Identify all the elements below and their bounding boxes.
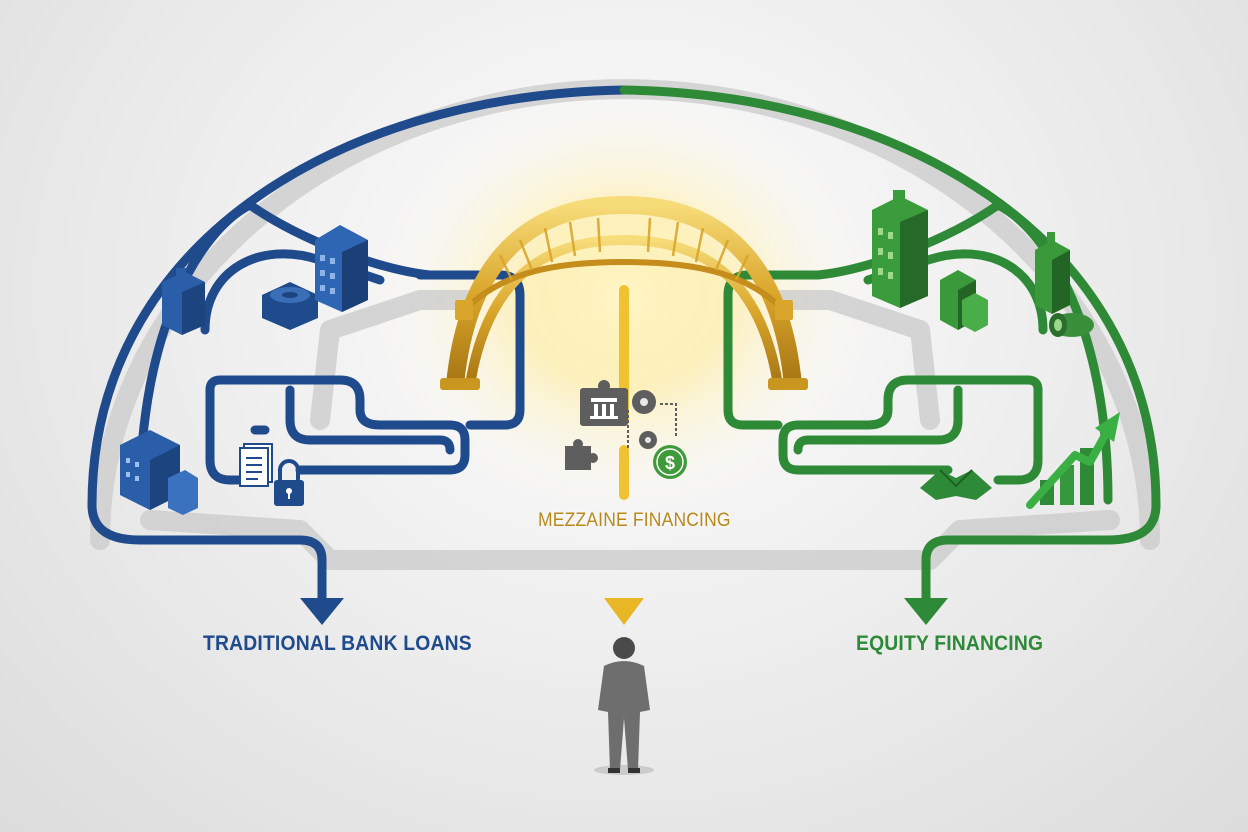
svg-text:$: $ [665, 453, 675, 473]
building-blocks-icon [940, 270, 988, 332]
office-tower-icon [162, 268, 205, 335]
equity-arrow [904, 598, 948, 625]
green-skyscraper-icon [872, 190, 928, 308]
office-building-icon [315, 225, 368, 312]
equity-financing-label: EQUITY FINANCING [856, 632, 1044, 655]
building-cluster-icon [120, 430, 198, 515]
bank-loans-arrow [300, 598, 344, 625]
gears-icon [627, 390, 677, 450]
mezzanine-arrow [604, 598, 644, 625]
bridge-icon [440, 195, 808, 390]
bank-puzzle-icon [580, 380, 628, 426]
bank-loan-paths [87, 85, 629, 605]
equity-paths [619, 85, 1161, 605]
growth-arrow-icon [1026, 412, 1120, 509]
documents-icon [239, 443, 273, 487]
traditional-bank-loans-label: TRADITIONAL BANK LOANS [203, 632, 472, 655]
mezzanine-financing-label: MEZZAINE FINANCING [538, 510, 731, 531]
padlock-icon [274, 459, 304, 506]
cash-roll-icon [1049, 313, 1094, 337]
puzzle-piece-icon [565, 439, 598, 470]
handshake-icon [920, 469, 992, 500]
person-icon [594, 637, 654, 775]
green-tower-icon [1035, 232, 1070, 314]
coin-stack-icon [262, 282, 318, 330]
dollar-coin-icon: $ [653, 445, 687, 479]
